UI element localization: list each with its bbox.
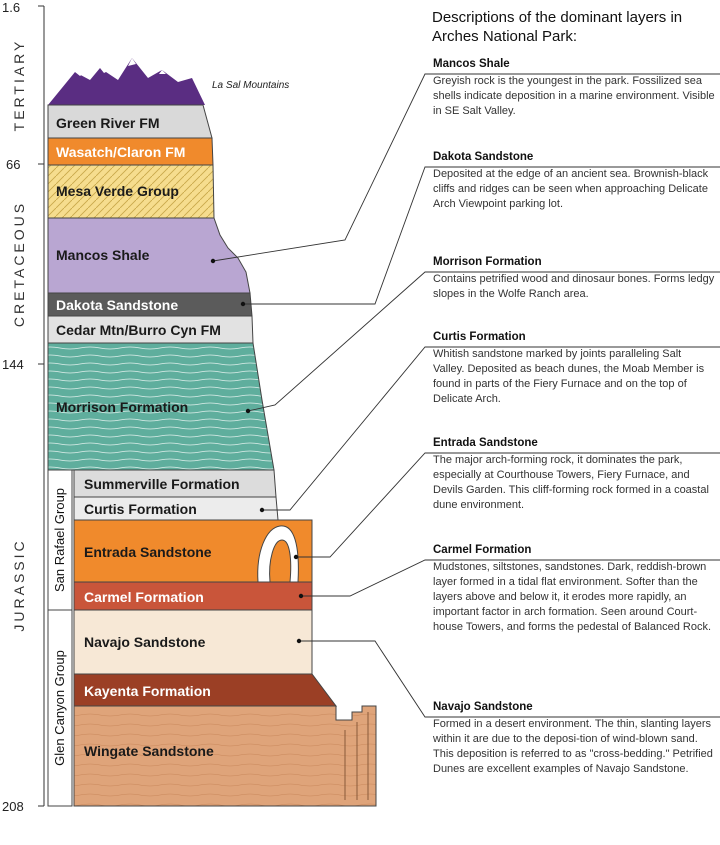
layer-label: Green River FM	[56, 115, 159, 131]
layer-label: Wasatch/Claron FM	[56, 144, 185, 160]
leader-line-mancos	[212, 73, 720, 262]
description-heading: Dakota Sandstone	[433, 151, 534, 163]
layer-label: Carmel Formation	[84, 589, 204, 605]
la-sal-mountains: La Sal Mountains	[48, 58, 289, 105]
layer-morrison	[47, 342, 275, 471]
age-label: 208	[2, 799, 24, 814]
layer-label: Morrison Formation	[56, 399, 188, 415]
leader-line-navajo	[299, 640, 720, 718]
description-entrada: Entrada Sandstone The major arch-forming…	[433, 437, 715, 513]
age-label: 66	[6, 157, 20, 172]
description-dakota: Dakota Sandstone Deposited at the edge o…	[433, 151, 715, 212]
descriptions-title: Descriptions of the dominant layers in A…	[432, 9, 683, 45]
layer-labels: Green River FM Wasatch/Claron FM Mesa Ve…	[56, 115, 240, 759]
layer-label: Navajo Sandstone	[84, 634, 206, 650]
description-curtis: Curtis Formation Whitish sandstone marke…	[433, 331, 715, 407]
glen-canyon-group-label: Glen Canyon Group	[52, 650, 67, 766]
time-axis: 1.6 66 144 208 TERTIARY CRETACEOUS JURAS…	[2, 0, 45, 814]
leader-line-morrison	[247, 271, 720, 412]
age-label: 144	[2, 357, 24, 372]
description-text: Formed in a desert environment. The thin…	[433, 718, 713, 775]
leader-line-dakota	[243, 166, 720, 305]
mountain-shape	[48, 58, 205, 105]
period-label-tertiary: TERTIARY	[11, 39, 27, 132]
leader-line-carmel	[301, 559, 720, 597]
description-text: Deposited at the edge of an ancient sea.…	[433, 168, 709, 210]
layer-label: Mancos Shale	[56, 247, 150, 263]
rock-groups: San Rafael Group Glen Canyon Group	[47, 469, 73, 807]
description-carmel: Carmel Formation Mudstones, siltstones, …	[433, 544, 715, 635]
layer-label: Wingate Sandstone	[84, 743, 214, 759]
arch-inner	[269, 539, 292, 583]
description-mancos: Mancos Shale Greyish rock is the younges…	[433, 58, 715, 119]
description-navajo: Navajo Sandstone Formed in a desert envi…	[433, 701, 715, 777]
description-text: Greyish rock is the youngest in the park…	[433, 75, 715, 117]
leader-line-entrada	[296, 452, 720, 558]
description-text: The major arch-forming rock, it dominate…	[433, 454, 709, 511]
description-text: Whitish sandstone marked by joints paral…	[433, 348, 705, 405]
period-label-jurassic: JURASSIC	[11, 538, 27, 631]
rock-layers	[47, 104, 377, 807]
layer-label: Dakota Sandstone	[56, 297, 178, 313]
description-heading: Navajo Sandstone	[433, 701, 533, 713]
period-label-cretaceous: CRETACEOUS	[11, 201, 27, 327]
description-text: Contains petrified wood and dinosaur bon…	[433, 273, 715, 300]
glen-canyon-group-bracket	[47, 609, 73, 807]
layer-label: Curtis Formation	[84, 501, 197, 517]
san-rafael-group-bracket	[47, 469, 73, 611]
age-label: 1.6	[2, 0, 20, 15]
leader-lines	[210, 73, 720, 718]
description-heading: Morrison Formation	[433, 256, 542, 268]
layer-label: Mesa Verde Group	[56, 183, 179, 199]
layer-label: Cedar Mtn/Burro Cyn FM	[56, 322, 221, 338]
leader-line-curtis	[262, 346, 720, 511]
description-text: Mudstones, siltstones, sandstones. Dark,…	[433, 561, 712, 633]
layer-wingate	[73, 705, 377, 807]
san-rafael-group-label: San Rafael Group	[52, 488, 67, 592]
description-morrison: Morrison Formation Contains petrified wo…	[433, 256, 715, 302]
description-heading: Curtis Formation	[433, 331, 526, 343]
layer-label: Summerville Formation	[84, 476, 240, 492]
layer-label: Entrada Sandstone	[84, 544, 212, 560]
mountains-label: La Sal Mountains	[212, 80, 289, 91]
layer-label: Kayenta Formation	[84, 683, 211, 699]
description-heading: Entrada Sandstone	[433, 437, 538, 449]
description-heading: Mancos Shale	[433, 58, 510, 70]
description-heading: Carmel Formation	[433, 544, 532, 556]
